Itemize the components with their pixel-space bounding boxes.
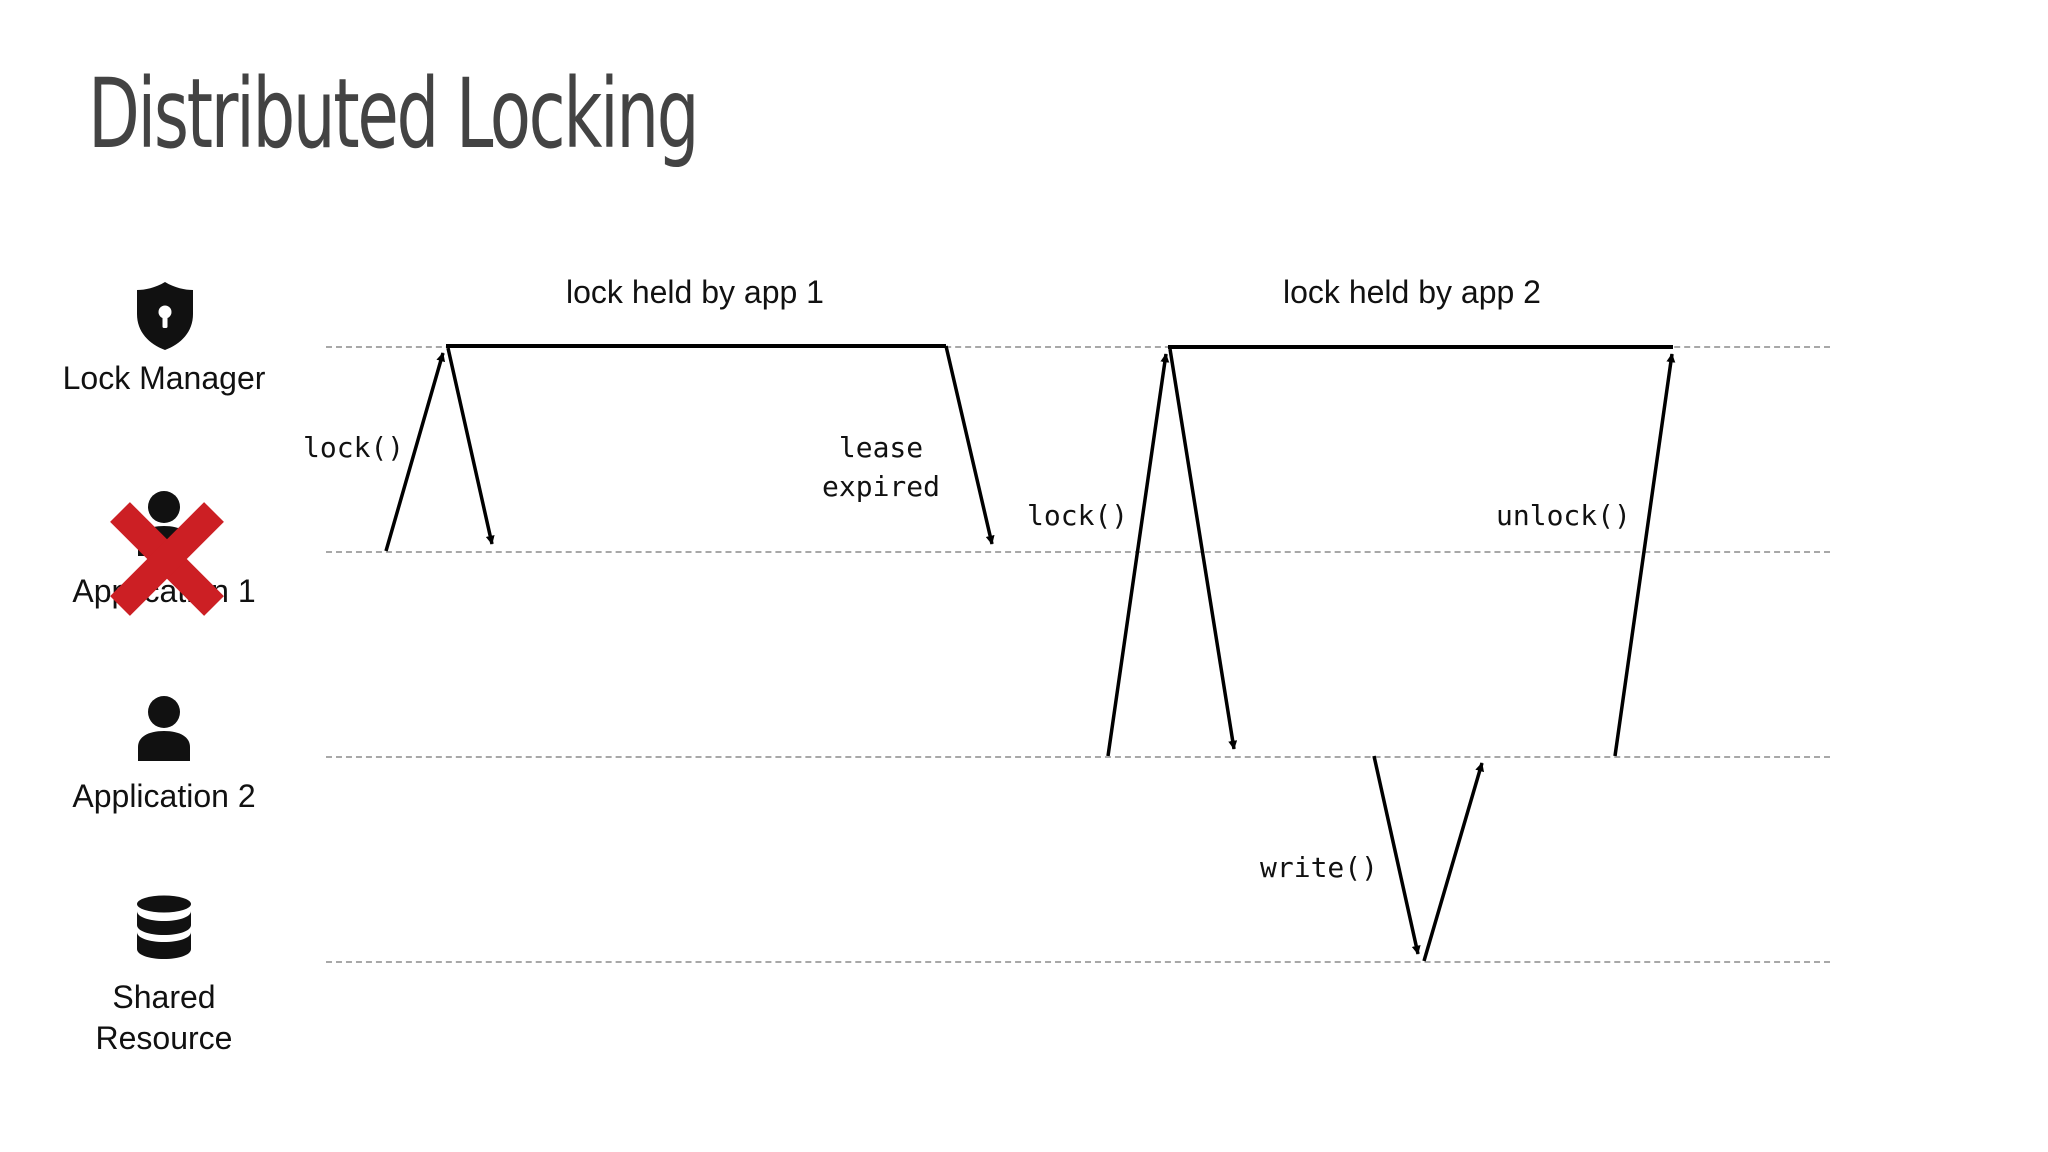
person-icon xyxy=(138,696,190,761)
arrow-write xyxy=(1372,755,1421,955)
shield-keyhole-icon xyxy=(137,282,193,350)
message-label-app1-lock: lock() xyxy=(303,431,405,464)
lane-line-shared-resource xyxy=(326,961,1830,963)
slide-title: Distributed Locking xyxy=(88,58,700,170)
message-label-unlock: unlock() xyxy=(1496,499,1631,532)
hold-label-app-1: lock held by app 1 xyxy=(566,274,824,310)
lane-line-application-2 xyxy=(326,756,1830,758)
arrow-write-ack xyxy=(1422,762,1484,962)
message-label-write: write() xyxy=(1260,851,1379,884)
message-label-app2-lock: lock() xyxy=(1027,499,1129,532)
actor-label-lock-manager: Lock Manager xyxy=(62,360,266,396)
arrow-app2-lock xyxy=(1106,353,1170,757)
red-x-icon xyxy=(110,502,224,616)
arrow-app1-lock-granted xyxy=(446,347,495,545)
arrow-unlock xyxy=(1613,353,1676,757)
message-label-lease-expired: lease expired xyxy=(822,431,941,503)
database-icon xyxy=(137,895,191,959)
hold-label-app-2: lock held by app 2 xyxy=(1283,274,1541,310)
lane-line-application-1 xyxy=(326,551,1830,553)
arrow-app1-lock xyxy=(384,352,446,552)
actor-label-application-2: Application 2 xyxy=(72,778,256,814)
arrow-app2-lock-granted xyxy=(1168,348,1238,750)
arrow-lease-expired xyxy=(944,345,995,545)
actor-label-shared-resource: Shared Resource xyxy=(95,979,233,1056)
lane-line-lock-manager xyxy=(326,346,1830,348)
